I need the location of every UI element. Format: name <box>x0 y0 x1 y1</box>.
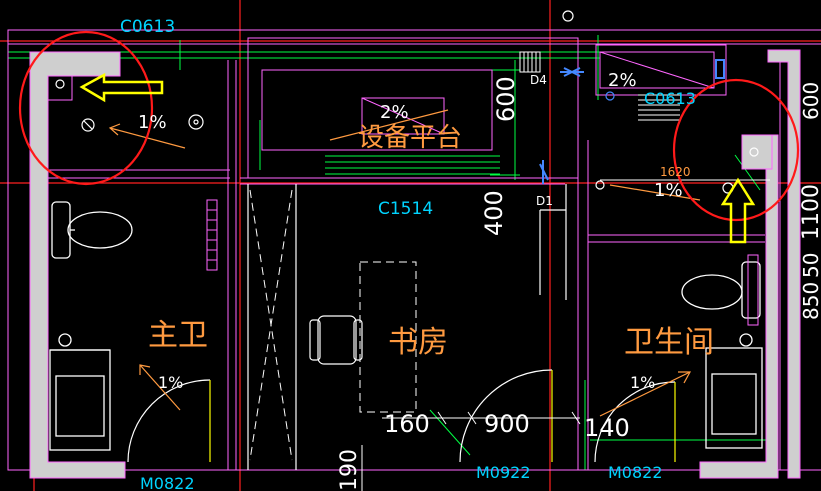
stair-hatch <box>519 51 680 121</box>
yellow-arrow-left <box>79 72 164 103</box>
slope-right-bath: 1% <box>654 180 683 201</box>
slope-master-bath-bottom: 1% <box>158 373 183 392</box>
drain-top-left <box>55 79 65 89</box>
room-label-master-bath: 主卫 <box>148 318 208 353</box>
room-label-study: 书房 <box>388 325 448 360</box>
dimension-ticks <box>361 179 770 491</box>
top-right-box <box>599 51 715 89</box>
towel-rack-bathroom <box>747 254 759 326</box>
magenta-structure-lines <box>7 29 821 471</box>
vent-circle <box>562 10 574 22</box>
dim-right-600: 600 <box>799 82 821 120</box>
dim-1620: 1620 <box>660 165 691 179</box>
tag-d4: D4 <box>530 73 547 87</box>
slope-top-left-bath: 1% <box>138 112 167 133</box>
dim-900: 900 <box>484 410 530 438</box>
toilet-master-bath <box>51 201 133 259</box>
dim-140: 140 <box>584 414 630 442</box>
washbasin-bathroom <box>705 333 763 449</box>
tag-d1: D1 <box>536 194 553 208</box>
slope-bathroom-bottom: 1% <box>630 373 655 392</box>
highlight-circle-right <box>672 78 800 222</box>
blue-markers <box>539 59 725 184</box>
tap-master-bath <box>188 114 204 130</box>
slope-equipment-platform: 2% <box>380 102 409 123</box>
equipment-box <box>361 97 445 135</box>
window-code-top-left: C0613 <box>120 17 175 37</box>
washbasin-master-bath <box>49 333 111 451</box>
thick-walls <box>29 49 801 479</box>
slope-top-right: 2% <box>608 70 637 91</box>
dim-right-850: 850 <box>799 282 821 320</box>
office-chair <box>309 315 363 365</box>
door-code-left: M0822 <box>140 474 195 491</box>
dim-400-vertical: 400 <box>480 190 508 236</box>
dim-160: 160 <box>384 410 430 438</box>
towel-rack-master <box>206 199 218 271</box>
door-swings <box>127 369 676 463</box>
dim-190-vertical: 190 <box>337 449 362 491</box>
yellow-arrow-up <box>720 177 756 244</box>
door-code-middle: M0922 <box>476 463 531 482</box>
door-code-right: M0822 <box>608 463 663 482</box>
drain-top-right <box>749 147 759 157</box>
floor-drains <box>55 10 759 194</box>
drain-master-bath <box>81 118 95 132</box>
tap-bathroom <box>595 180 605 190</box>
study-outline <box>247 184 567 470</box>
window-code-top-right: C0613 <box>644 89 696 108</box>
study-window-x <box>249 189 417 461</box>
dim-right-1100: 1100 <box>799 184 821 240</box>
room-label-bathroom: 卫生间 <box>624 325 714 360</box>
dim-right-50: 50 <box>799 253 821 278</box>
room-label-equipment-platform: 设备平台 <box>358 123 462 153</box>
highlight-circle-left <box>18 30 154 186</box>
window-code-study: C1514 <box>378 199 433 219</box>
dim-600-vertical: 600 <box>492 76 520 122</box>
toilet-bathroom <box>681 261 761 319</box>
